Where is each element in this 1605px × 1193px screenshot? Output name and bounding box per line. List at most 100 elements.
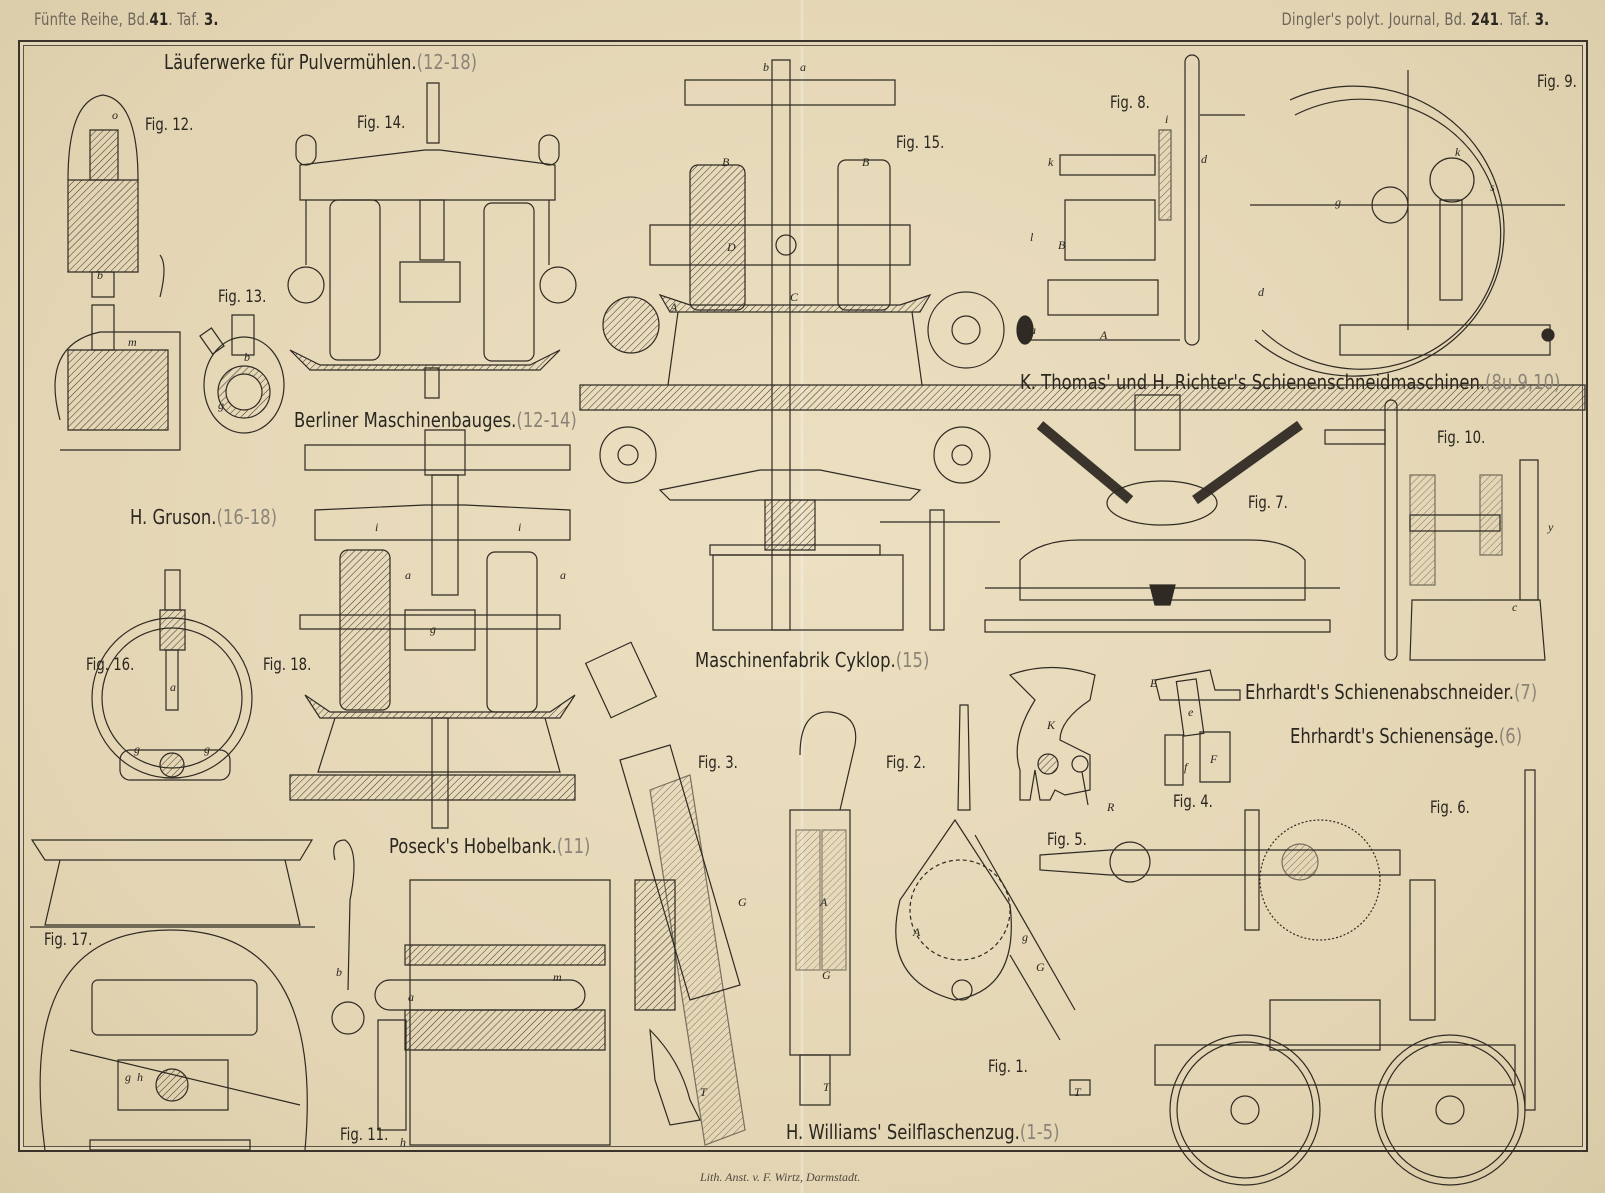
fig13-label: Fig. 13.: [218, 287, 267, 307]
fig12-label: Fig. 12.: [145, 115, 194, 135]
part-letter: g: [125, 1070, 131, 1084]
title-text: Ehrhardt's Schienenabschneider.: [1245, 680, 1514, 704]
fig10-drawing: [1325, 400, 1545, 660]
part-letter: R: [1107, 800, 1115, 814]
header-plate: 3.: [204, 10, 219, 30]
fig1-drawing: [896, 705, 1090, 1095]
title-text: Maschinenfabrik Cyklop.: [695, 648, 896, 672]
part-letter: T: [700, 1085, 707, 1099]
header-volume: 41: [149, 10, 169, 30]
title-text: K. Thomas' und H. Richter's Schienenschn…: [1020, 370, 1486, 394]
part-letter: A: [670, 300, 678, 314]
part-letter: d: [1201, 152, 1207, 166]
part-letter: G: [822, 968, 831, 982]
part-letter: m: [553, 970, 562, 984]
part-letter: a: [405, 568, 411, 582]
fig15-label: Fig. 15.: [896, 133, 945, 153]
fig9-label: Fig. 9.: [1537, 72, 1577, 92]
fig12-drawing: [55, 95, 180, 450]
part-letter: i: [518, 520, 522, 534]
title-text: Ehrhardt's Schienensäge.: [1290, 724, 1499, 748]
fig18-label: Fig. 18.: [263, 655, 312, 675]
fig4-drawing: [1155, 670, 1240, 785]
fig6-drawing: [1040, 770, 1535, 1185]
header-journal-plate: 3.: [1534, 10, 1549, 30]
part-letter: k: [1455, 145, 1461, 159]
part-letter: D: [727, 240, 736, 254]
part-letter: F: [1210, 752, 1218, 766]
part-letter: B: [1058, 238, 1066, 252]
title-ref: (12-18): [416, 50, 478, 74]
title-poseck: Poseck's Hobelbank.(11): [389, 834, 590, 858]
fig2-drawing: [790, 712, 856, 1105]
part-letter: G: [738, 895, 747, 909]
fig14-label: Fig. 14.: [357, 113, 406, 133]
fig5-drawing: [1010, 668, 1095, 806]
title-text: Berliner Maschinenbauges.: [294, 408, 517, 432]
part-letter: E: [1150, 676, 1158, 690]
header-left: Fünfte Reihe, Bd.41. Taf. 3.: [34, 10, 219, 30]
part-letter: b: [97, 268, 103, 282]
part-letter: a: [1030, 323, 1036, 337]
fig11-drawing: [332, 840, 610, 1145]
title-berliner: Berliner Maschinenbauges.(12-14): [294, 408, 577, 432]
part-letter: y: [1548, 520, 1554, 534]
fig10-label: Fig. 10.: [1437, 428, 1486, 448]
fig8-drawing: [1017, 55, 1245, 345]
title-text: Läuferwerke für Pulvermühlen.: [164, 50, 417, 74]
title-ref: (12-14): [516, 408, 577, 432]
fig2-label: Fig. 2.: [886, 753, 926, 773]
fig3-label: Fig. 3.: [698, 753, 738, 773]
title-text: Poseck's Hobelbank.: [389, 834, 557, 858]
part-letter: o: [112, 108, 118, 122]
title-ref: (7): [1513, 680, 1538, 704]
title-ref: (11): [556, 834, 591, 858]
fig15-drawing: [580, 60, 1585, 630]
fig16-drawing: [30, 570, 315, 927]
part-letter: A: [820, 895, 828, 909]
fold-line: [800, 0, 804, 1193]
fig7-label: Fig. 7.: [1248, 493, 1288, 513]
fig11-label: Fig. 11.: [340, 1125, 389, 1145]
lithographer-imprint: Lith. Anst. v. F. Wirtz, Darmstadt.: [700, 1170, 861, 1184]
part-letter: C: [790, 290, 799, 304]
fig8-label: Fig. 8.: [1110, 93, 1150, 113]
part-letter: b: [763, 60, 769, 74]
header-journal-volume: 241: [1470, 10, 1499, 30]
part-letter: c: [1512, 600, 1518, 614]
part-letter: h: [400, 1135, 406, 1149]
part-letter: T: [823, 1080, 830, 1094]
part-letter: i: [1165, 112, 1169, 126]
title-gruson: H. Gruson.(16-18): [130, 505, 277, 529]
part-letter: b: [336, 965, 342, 979]
title-ehrhardt-saege: Ehrhardt's Schienensäge.(6): [1290, 724, 1522, 748]
part-letter: l: [1030, 230, 1034, 244]
title-text: H. Williams' Seilflaschenzug.: [786, 1120, 1020, 1144]
part-letter: K: [1047, 718, 1056, 732]
fig3-drawing: [586, 642, 745, 1145]
part-letter: f: [1184, 760, 1188, 774]
fig5-label: Fig. 5.: [1047, 830, 1087, 850]
title-ref: (6): [1498, 724, 1523, 748]
part-letter: A: [913, 925, 921, 939]
part-letter: k: [1048, 155, 1054, 169]
part-letter: m: [128, 335, 137, 349]
title-williams: H. Williams' Seilflaschenzug.(1-5): [786, 1120, 1059, 1144]
part-letter: g: [134, 742, 140, 756]
fig9-drawing: [1250, 70, 1565, 376]
part-letter: g: [218, 398, 224, 412]
fig6-label: Fig. 6.: [1430, 798, 1470, 818]
part-letter: b: [244, 350, 250, 364]
part-letter: e: [1188, 705, 1194, 719]
part-letter: T: [1074, 1085, 1081, 1099]
title-cyklop: Maschinenfabrik Cyklop.(15): [695, 648, 929, 672]
part-letter: B: [862, 155, 870, 169]
part-letter: a: [408, 990, 414, 1004]
fig1-label: Fig. 1.: [988, 1057, 1028, 1077]
fig13-drawing: [200, 315, 284, 433]
header-journal-plate-prefix: . Taf.: [1498, 10, 1531, 30]
header-plate-prefix: . Taf.: [168, 10, 200, 30]
part-letter: s: [1490, 180, 1495, 194]
